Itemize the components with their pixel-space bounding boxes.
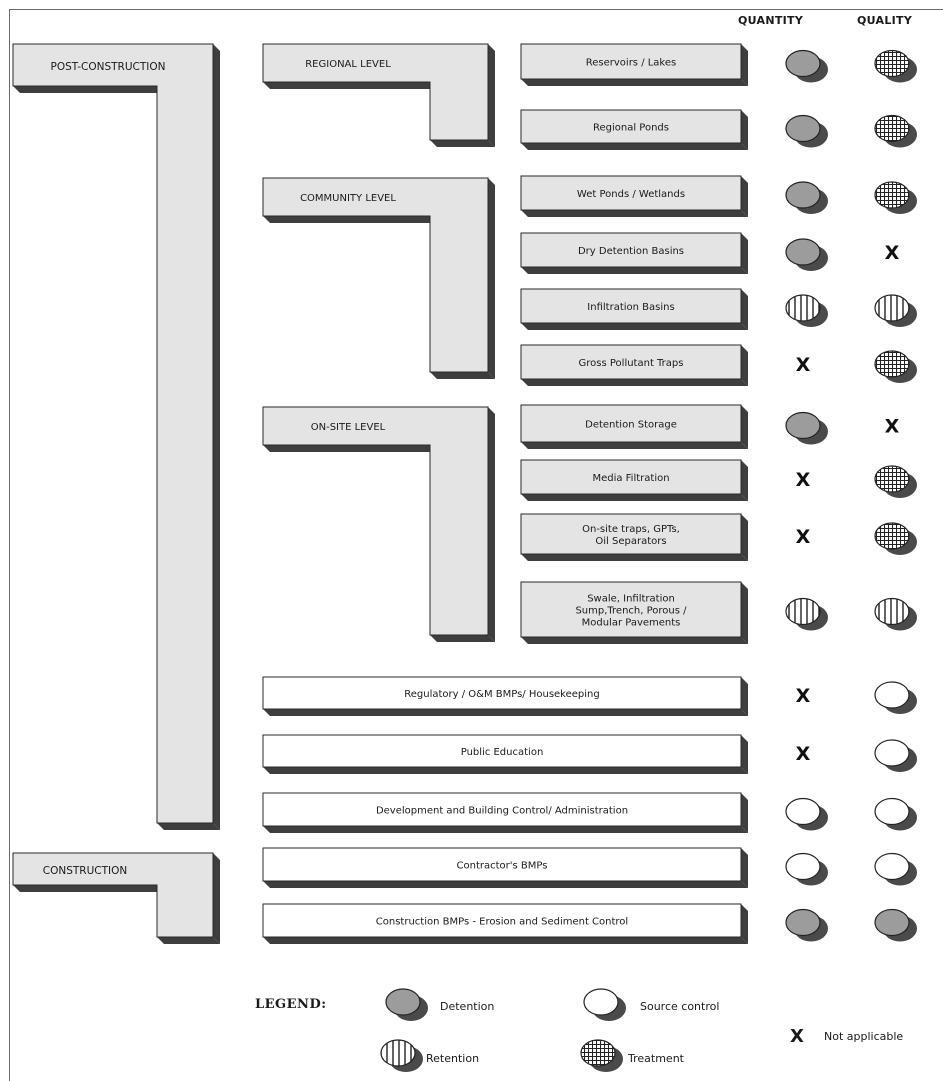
quantity-header: QUANTITY (738, 14, 804, 27)
bmp-box-4 (520, 288, 748, 330)
level-1 (262, 177, 495, 379)
bmp-label-12: Development and Building Control/ Admini… (376, 806, 628, 817)
bmp-box-7 (520, 459, 748, 501)
bmp-label-2: Wet Ponds / Wetlands (577, 189, 685, 200)
quantity-symbol-3 (785, 238, 828, 271)
quantity-symbol-8: X (796, 526, 811, 548)
bmp-label-8-0: On-site traps, GPTs, (582, 524, 680, 535)
bmp-label-8-1: Oil Separators (595, 536, 666, 547)
quantity-symbol-13 (785, 852, 828, 886)
svg-text:X: X (796, 469, 811, 491)
quantity-symbol-1 (785, 114, 828, 148)
bmp-label-10: Regulatory / O&M BMPs/ Housekeeping (404, 689, 600, 700)
level-2 (262, 406, 495, 642)
bmp-label-7: Media Filtration (592, 473, 669, 484)
quantity-symbol-4 (785, 294, 828, 327)
quality-symbol-4 (874, 294, 917, 327)
construction-label: CONSTRUCTION (43, 865, 127, 877)
quality-symbol-11 (874, 739, 917, 772)
quantity-symbol-5: X (796, 354, 811, 376)
svg-text:X: X (796, 354, 811, 376)
bmp-label-9-0: Swale, Infiltration (587, 594, 675, 605)
legend-symbol-retention (380, 1039, 423, 1072)
bmp-box-6 (520, 404, 748, 449)
construction-phase (12, 852, 220, 944)
legend-label-detention: Detention (440, 1000, 495, 1013)
frame-left-line (9, 9, 10, 1081)
bmp-label-1: Regional Ponds (593, 123, 669, 134)
bmp-label-14: Construction BMPs - Erosion and Sediment… (376, 917, 628, 928)
post-construction-phase (12, 43, 220, 830)
post-construction-label: POST-CONSTRUCTION (51, 61, 166, 73)
svg-text:X: X (796, 743, 811, 765)
bmp-label-0: Reservoirs / Lakes (586, 58, 676, 69)
bmp-label-4: Infiltration Basins (587, 302, 674, 313)
quality-symbol-2 (874, 181, 917, 214)
bmp-label-9-2: Modular Pavements (582, 618, 681, 629)
quantity-symbol-9 (785, 597, 828, 631)
quantity-symbol-10: X (796, 685, 811, 707)
legend-label-retention: Retention (426, 1052, 480, 1065)
level-label-2: ON-SITE LEVEL (311, 422, 386, 433)
quality-symbol-6: X (885, 416, 900, 438)
quality-symbol-3: X (885, 242, 900, 264)
bmp-box-0 (520, 43, 748, 86)
legend-title: LEGEND: (255, 997, 327, 1012)
quality-symbol-13 (874, 852, 917, 886)
quality-symbol-7 (874, 465, 917, 498)
quantity-symbol-0 (785, 49, 828, 83)
quality-symbol-5 (874, 350, 917, 383)
quantity-symbol-14 (785, 908, 828, 942)
bmp-box-9 (520, 581, 748, 644)
legend-label-source-control: Source control (640, 1000, 720, 1013)
legend-x-symbol: X (790, 1026, 804, 1047)
bmp-label-5: Gross Pollutant Traps (579, 358, 684, 369)
level-label-0: REGIONAL LEVEL (305, 59, 391, 70)
quality-symbol-8 (874, 522, 917, 555)
svg-text:X: X (796, 526, 811, 548)
svg-text:X: X (885, 242, 900, 264)
bmp-box-5 (520, 344, 748, 386)
legend-label-treatment: Treatment (628, 1052, 684, 1065)
bmp-box-12 (262, 792, 748, 833)
bmp-box-13 (262, 847, 748, 888)
bmp-label-6: Detention Storage (585, 420, 677, 431)
quantity-symbol-6 (785, 411, 828, 445)
frame-top-line (9, 9, 943, 10)
bmp-box-3 (520, 232, 748, 274)
quantity-symbol-12 (785, 797, 828, 831)
quality-header: QUALITY (857, 14, 913, 27)
quality-symbol-12 (874, 797, 917, 831)
quantity-symbol-7: X (796, 469, 811, 491)
bmp-box-8 (520, 513, 748, 561)
legend-symbol-detention (385, 988, 428, 1021)
quantity-symbol-2 (785, 181, 828, 214)
quality-symbol-10 (874, 681, 917, 714)
svg-text:X: X (885, 416, 900, 438)
quality-symbol-1 (874, 114, 917, 148)
bmp-label-3: Dry Detention Basins (578, 246, 684, 257)
quality-symbol-9 (874, 597, 917, 631)
bmp-label-9-1: Sump,Trench, Porous / (575, 606, 687, 617)
bmp-label-13: Contractor's BMPs (457, 861, 548, 872)
legend-label-not-applicable: Not applicable (824, 1030, 904, 1043)
bmp-box-1 (520, 109, 748, 150)
bmp-box-2 (520, 175, 748, 217)
bmp-box-11 (262, 734, 748, 774)
quantity-symbol-11: X (796, 743, 811, 765)
legend-symbol-treatment (580, 1039, 623, 1072)
legend-symbol-source-control (583, 988, 626, 1021)
bmp-box-14 (262, 903, 748, 944)
quality-symbol-14 (874, 908, 917, 942)
level-label-1: COMMUNITY LEVEL (300, 193, 396, 204)
svg-text:X: X (796, 685, 811, 707)
level-0 (262, 43, 495, 147)
bmp-label-11: Public Education (461, 747, 544, 758)
bmp-box-10 (262, 676, 748, 716)
quality-symbol-0 (874, 49, 917, 83)
